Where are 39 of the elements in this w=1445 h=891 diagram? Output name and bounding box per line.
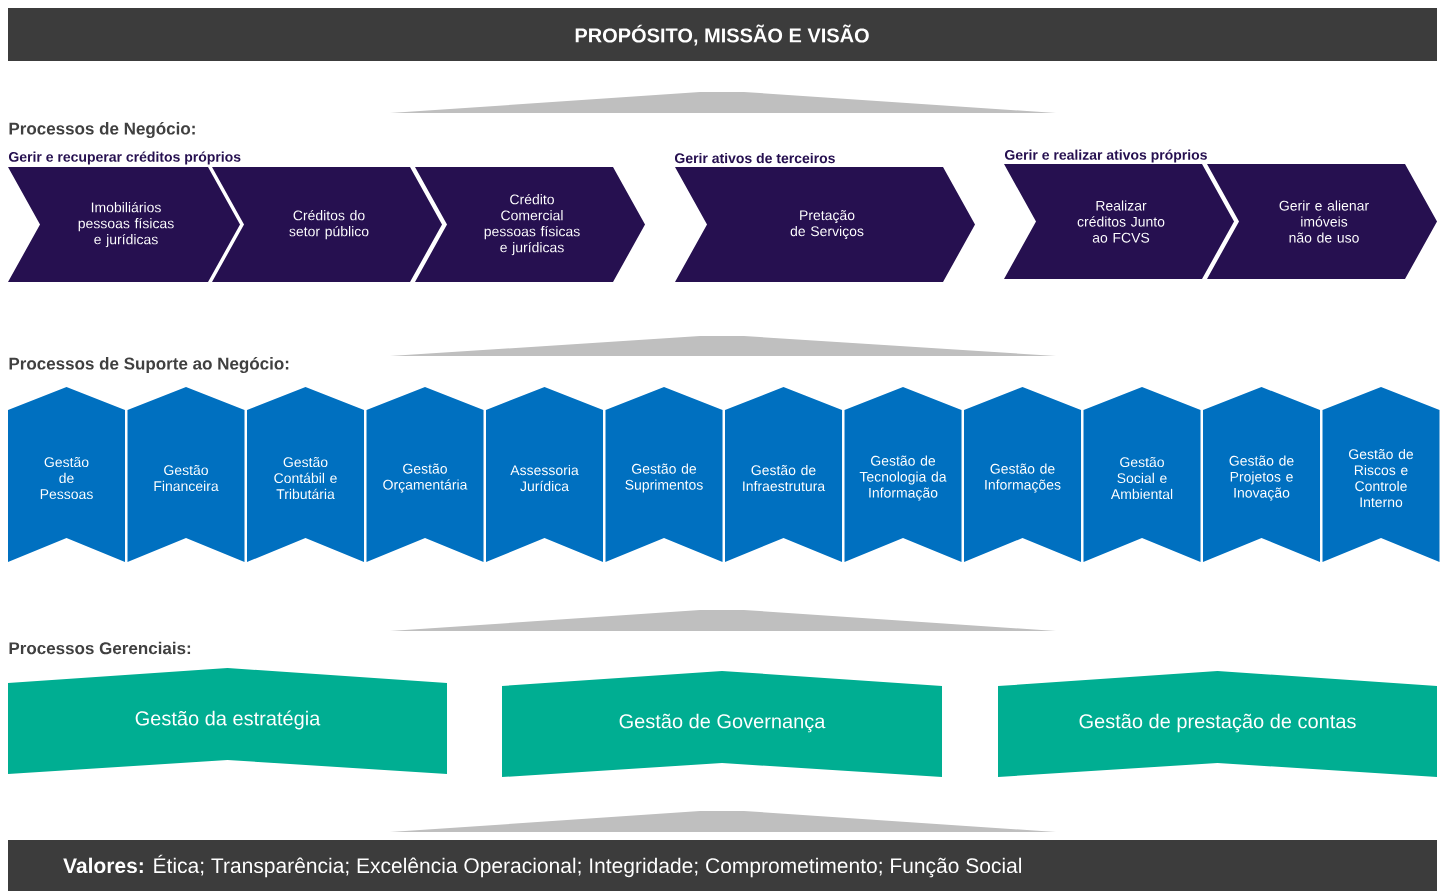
- process-tab: Gestão de Pessoas: [8, 387, 125, 562]
- node-label: Gestão Financeira: [154, 464, 219, 492]
- node-label: Gerir e alienar imóveis não de uso: [1279, 200, 1369, 243]
- process-tab: Gestão Contábil e Tributária: [247, 387, 364, 562]
- process-tab: Gestão de Informações: [964, 387, 1081, 562]
- node-label: Gestão Orçamentária: [383, 463, 468, 493]
- title-band: PROPÓSITO, MISSÃO E VISÃO: [8, 8, 1437, 61]
- process-tab: Gestão de Riscos e Controle Interno: [1322, 387, 1440, 562]
- node-label: Créditos do setor público: [289, 209, 369, 240]
- node-label: Gestão de Suprimentos: [625, 463, 703, 493]
- process-tab: Gestão de Projetos e Inovação: [1203, 387, 1320, 562]
- process-banner: Gestão de Governança: [502, 671, 942, 777]
- node-label: Crédito Comercial pessoas físicas e jurídicas: [484, 193, 580, 256]
- process-step: Realizar créditos Junto ao FCVS: [1004, 164, 1234, 279]
- process-step: Pretação de Serviços: [675, 167, 975, 282]
- process-tab: Gestão Social e Ambiental: [1083, 387, 1201, 562]
- process-tab: Gestão de Tecnologia da Informação: [844, 387, 962, 562]
- group-heading: Gerir ativos de terceiros: [675, 152, 835, 164]
- process-step: Crédito Comercial pessoas físicas e jurídicas: [415, 167, 645, 282]
- process-tab: Gestão de Infraestrutura: [725, 387, 842, 562]
- process-tab: Assessoria Jurídica: [486, 387, 603, 562]
- process-step: Créditos do setor público: [212, 167, 442, 282]
- process-step: Gerir e alienar imóveis não de uso: [1207, 164, 1437, 279]
- process-tab: Gestão de Suprimentos: [605, 387, 723, 562]
- process-banner: Gestão de prestação de contas: [998, 671, 1437, 777]
- group-heading: Gerir e recuperar créditos próprios: [8, 151, 241, 165]
- node-label: Imobiliários pessoas físicas e jurídicas: [78, 201, 174, 248]
- values-band: Valores: Ética; Transparência; Excelência Operacional; Integridade; Comprometimento; Função Social: [8, 840, 1437, 891]
- process-step: Imobiliários pessoas físicas e jurídicas: [8, 167, 240, 282]
- node-label: Gestão de Riscos e Controle Interno: [1349, 448, 1414, 508]
- process-tab: Gestão Financeira: [127, 387, 245, 562]
- node-label: Realizar créditos Junto ao FCVS: [1077, 200, 1165, 243]
- section-heading: Processos de Negócio:: [9, 121, 195, 139]
- section-heading: Processos de Suporte ao Negócio:: [9, 356, 289, 374]
- group-heading: Gerir e realizar ativos próprios: [1005, 149, 1207, 163]
- node-label: Gestão Social e Ambiental: [1110, 456, 1173, 500]
- node-label: Gestão de Tecnologia da Informação: [859, 455, 947, 501]
- process-banner: Gestão da estratégia: [8, 668, 447, 774]
- process-tab: Gestão Orçamentária: [366, 387, 484, 562]
